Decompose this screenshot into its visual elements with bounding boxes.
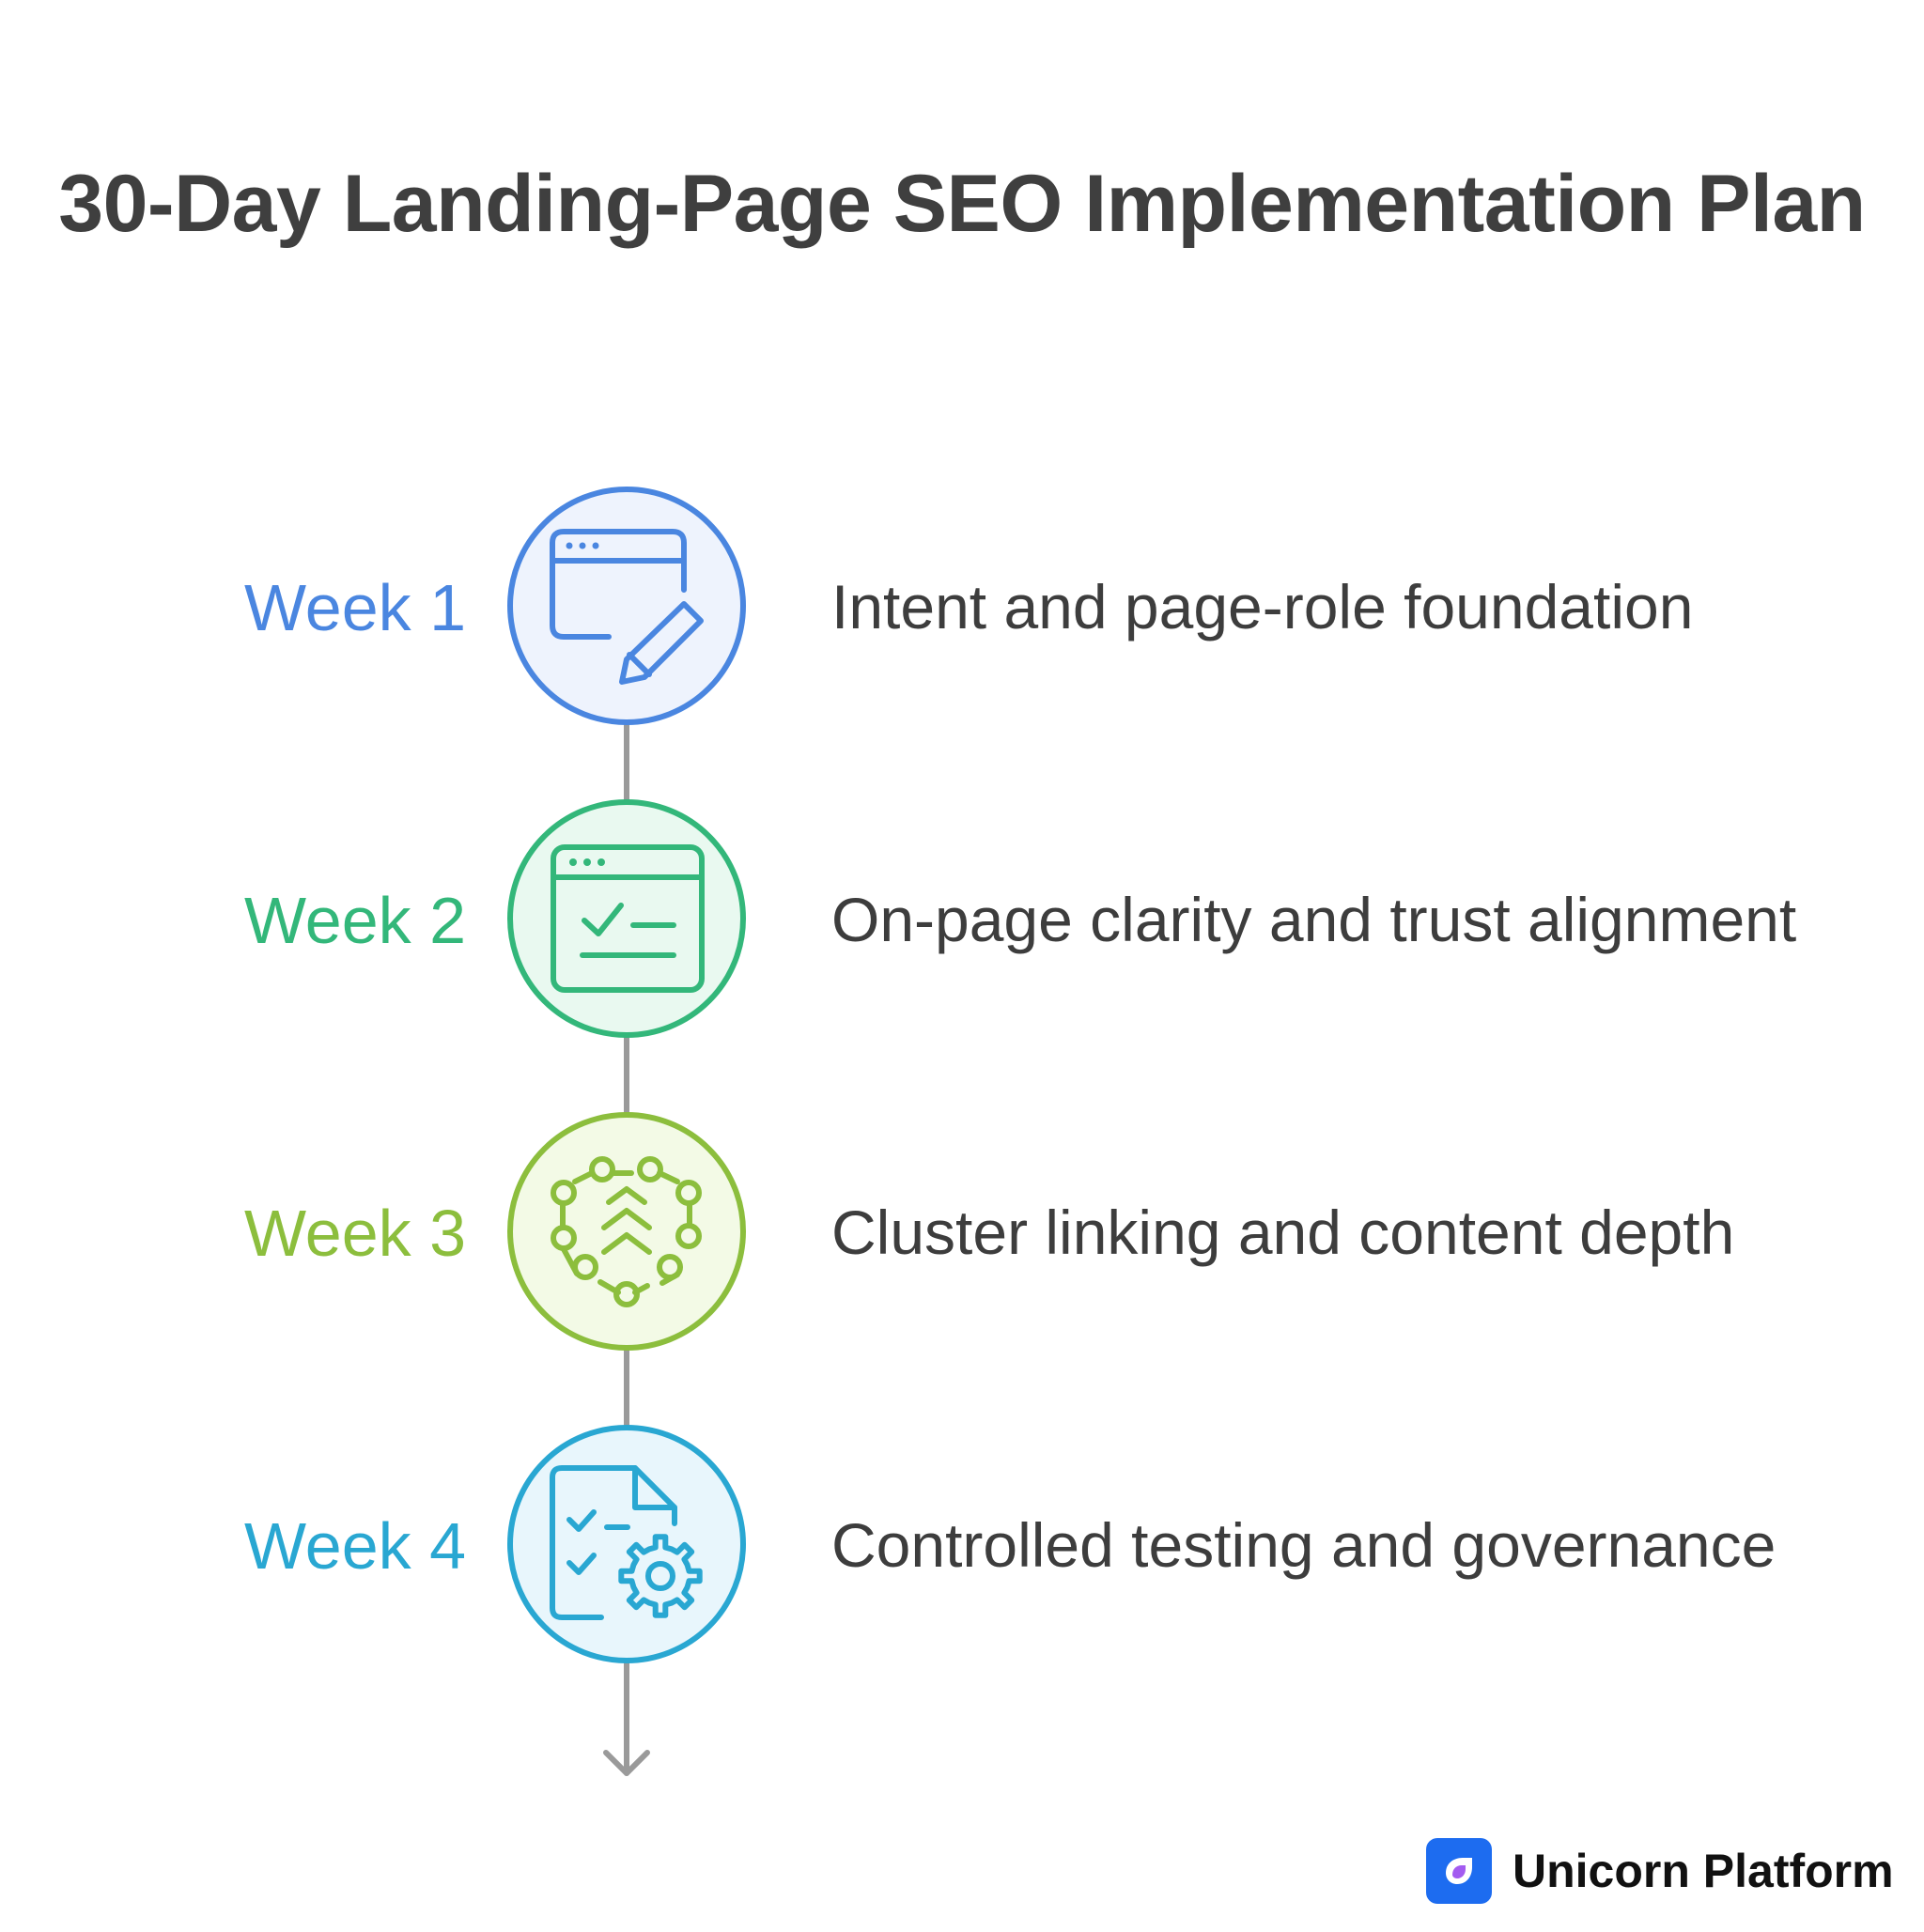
brand-name: Unicorn Platform <box>1513 1845 1894 1897</box>
step-3-circle <box>507 1112 746 1351</box>
step-2-description: On-page clarity and trust alignment <box>831 885 1797 954</box>
step-3-week-label: Week 3 <box>243 1197 466 1270</box>
step-1-description: Intent and page-role foundation <box>831 572 1694 641</box>
step-2-circle <box>507 799 746 1038</box>
network-chevrons-icon <box>551 1156 702 1307</box>
step-4-circle <box>507 1425 746 1663</box>
page-title: 30-Day Landing-Page SEO Implementation P… <box>58 159 1866 249</box>
step-1-node <box>507 487 746 725</box>
brand: Unicorn Platform <box>1426 1838 1894 1904</box>
step-3-description: Cluster linking and content depth <box>831 1198 1735 1267</box>
step-4-week-label: Week 4 <box>243 1509 466 1583</box>
step-2-week-label: Week 2 <box>243 884 466 957</box>
unicorn-platform-logo-icon <box>1426 1838 1492 1904</box>
checklist-gear-icon <box>550 1465 703 1620</box>
timeline-arrowhead <box>603 1750 650 1776</box>
step-1-week-label: Week 1 <box>243 571 466 644</box>
browser-checklist-icon <box>551 844 705 993</box>
step-4-node <box>507 1425 746 1663</box>
step-3-node <box>507 1112 746 1351</box>
step-4-description: Controlled testing and governance <box>831 1510 1777 1580</box>
browser-edit-icon <box>550 529 704 685</box>
step-2-node <box>507 799 746 1038</box>
step-1-circle <box>507 487 746 725</box>
